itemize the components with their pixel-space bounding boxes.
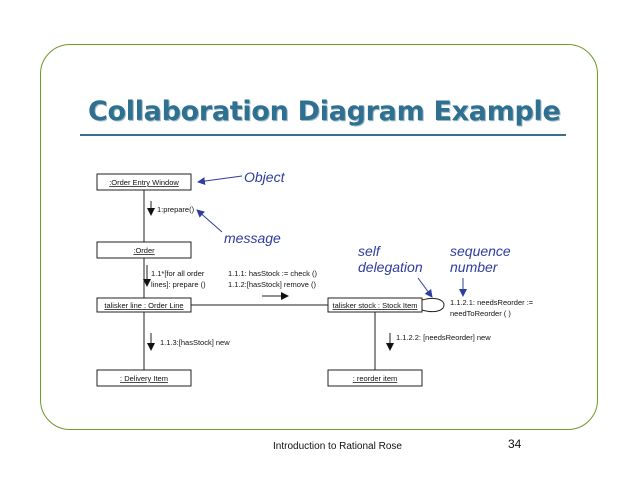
object-reorder-item: : reorder item [327,369,423,387]
footer-text: Introduction to Rational Rose [273,441,402,452]
object-order: :Order [96,241,192,259]
callout-message: message [224,230,281,246]
callout-arrow-object [197,175,243,186]
message-needs-reorder-1: 1.1.2.1: needsReorder := [450,298,534,307]
slide-frame [40,44,598,430]
message-has-stock-1: 1.1.1: hasStock := check () [228,269,318,278]
callout-self-1: self [358,243,382,259]
object-label: talisker stock : Stock Item [332,301,417,310]
object-label: :Order [133,246,155,255]
object-stock-item: talisker stock : Stock Item [327,297,423,313]
object-label: : reorder item [353,374,398,383]
message-needs-reorder-2: needToReorder ( ) [450,309,511,318]
object-delivery-item: : Delivery Item [96,369,192,387]
callout-sequence-1: sequence [450,243,511,259]
message-prepare: 1:prepare() [157,205,195,214]
page-number: 34 [508,437,522,451]
title-divider [80,134,566,136]
message-delivery-new: 1.1.3:[hasStock] new [160,338,230,347]
message-has-stock-2: 1.1.2:[hasStock] remove () [228,280,316,289]
callout-arrow-message [196,209,223,233]
slide-title: Collaboration Diagram Example [88,96,561,127]
callout-object: Object [244,169,286,185]
object-order-line: talisker line : Order Line [96,297,192,313]
object-label: : Delivery Item [120,374,168,383]
message-prepare-lines-1: 1.1*[for all order [151,269,205,278]
callout-self-2: delegation [358,259,423,275]
object-order-entry-window: :Order Entry Window [96,173,192,191]
callout-sequence-2: number [450,259,499,275]
callout-arrow-self [417,277,433,298]
message-prepare-lines-2: lines]: prepare () [151,280,206,289]
self-delegation-loop [421,297,445,313]
object-label: talisker line : Order Line [104,301,183,310]
object-label: :Order Entry Window [109,178,179,187]
message-reorder-new: 1.1.2.2: [needsReorder] new [396,333,491,342]
